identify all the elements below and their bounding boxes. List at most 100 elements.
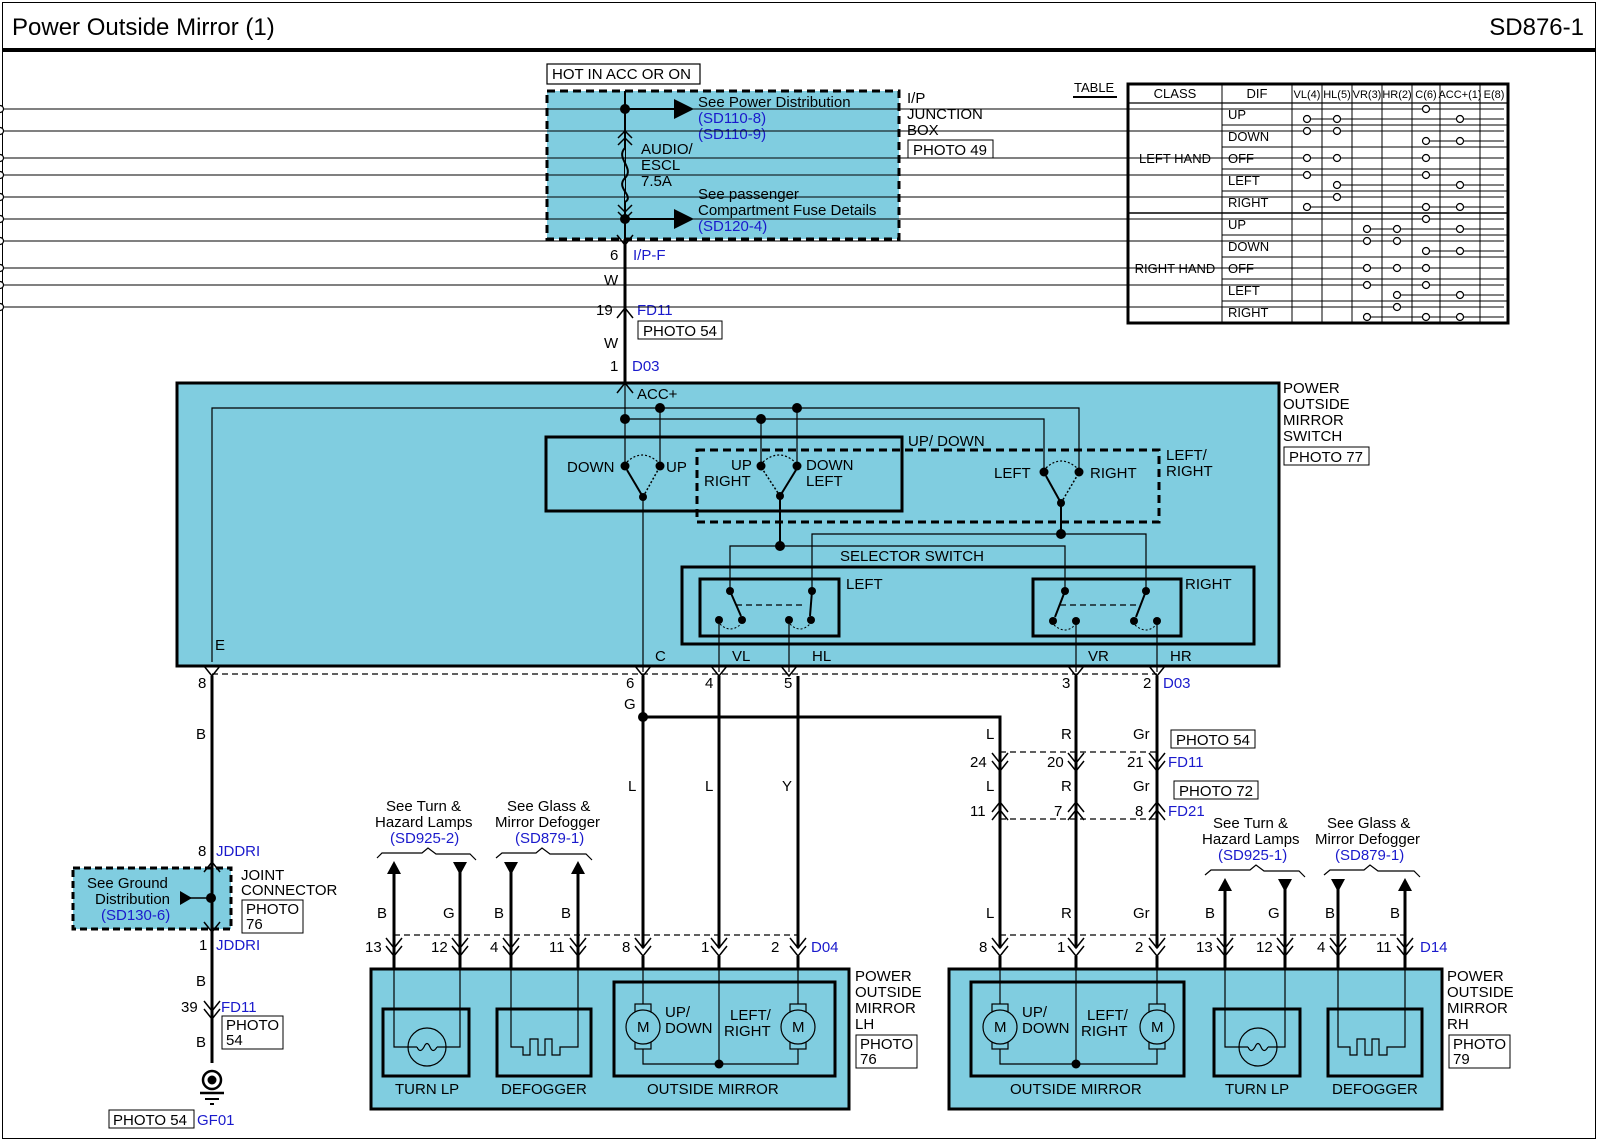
pin-number: 19 <box>596 302 613 319</box>
photo-box <box>108 1109 195 1129</box>
connector-id[interactable]: FD11 <box>637 302 673 319</box>
table-header: HL(5) <box>1323 89 1351 101</box>
arrow-down-icon <box>453 862 467 875</box>
table-terminal-mark <box>1362 312 1372 322</box>
selector-left-contacts <box>715 587 816 672</box>
connector-id[interactable]: JDDRI <box>216 937 260 954</box>
wire-color: B <box>377 905 387 922</box>
internal-wire <box>729 545 1066 593</box>
connector-id[interactable]: I/P-F <box>633 247 666 264</box>
table-header: ACC+(1) <box>1438 89 1481 101</box>
motor-leftright-icon: M <box>780 1003 816 1050</box>
wire-color: R <box>1061 905 1072 922</box>
switch-arc <box>1045 460 1078 469</box>
photo-label[interactable]: PHOTO 72 <box>1179 783 1253 800</box>
junction-box-outline <box>545 89 901 241</box>
photo-label[interactable]: 76 <box>246 916 263 933</box>
photo-label[interactable]: PHOTO 54 <box>1176 732 1250 749</box>
connector-id[interactable]: D14 <box>1420 939 1448 956</box>
svg-text:M: M <box>994 1019 1007 1036</box>
wire-color: B <box>1325 905 1335 922</box>
table-terminal-mark <box>0 104 5 114</box>
photo-label[interactable]: PHOTO <box>1453 1036 1506 1053</box>
ref-link-sd130-6[interactable]: (SD130-6) <box>101 907 170 924</box>
joint-connector-name: CONNECTOR <box>241 882 338 899</box>
bracket <box>1323 864 1421 878</box>
contact <box>792 461 802 471</box>
photo-label[interactable]: PHOTO 54 <box>643 323 717 340</box>
terminal-vr: VR <box>1088 648 1109 665</box>
switch-blade <box>626 469 644 498</box>
contact <box>655 461 665 471</box>
table-terminal-mark <box>1455 224 1465 234</box>
photo-label[interactable]: 76 <box>860 1051 877 1068</box>
switch-blade-alt <box>762 469 781 497</box>
ref-link-sd925-1[interactable]: (SD925-1) <box>1218 847 1287 864</box>
photo-label[interactable]: 79 <box>1453 1051 1470 1068</box>
selector-label: SELECTOR SWITCH <box>840 548 984 565</box>
ref-link-sd110-9[interactable]: (SD110-9) <box>698 126 766 143</box>
photo-box <box>1173 780 1259 800</box>
splice-dot <box>655 403 665 413</box>
bracket <box>376 847 477 861</box>
connector-id[interactable]: FD11 <box>1168 754 1204 771</box>
internal-wire <box>811 533 1147 593</box>
bulb-icon <box>407 1027 447 1067</box>
ground-icon <box>200 1069 224 1105</box>
switch-arc <box>626 454 659 463</box>
connector-id[interactable]: D03 <box>632 358 660 375</box>
connector-id[interactable]: D04 <box>811 939 839 956</box>
ref-turn: Hazard Lamps <box>1202 831 1300 848</box>
photo-label[interactable]: PHOTO 49 <box>913 142 987 159</box>
pin-number: 13 <box>365 939 382 956</box>
motor-leftright-icon: M <box>1139 1003 1175 1050</box>
ref-link-sd110-8[interactable]: (SD110-8) <box>698 110 766 127</box>
page-title: Power Outside Mirror (1) <box>12 14 275 41</box>
table-terminal-mark <box>0 263 5 273</box>
connector-id[interactable]: D03 <box>1163 675 1191 692</box>
contact <box>756 461 766 471</box>
photo-label[interactable]: PHOTO <box>246 901 299 918</box>
pin-number: 1 <box>199 937 207 954</box>
connector-id[interactable]: FD11 <box>221 999 257 1016</box>
filament-icon <box>416 1042 438 1052</box>
ref-link-sd120-4[interactable]: (SD120-4) <box>698 218 767 235</box>
table-outline <box>1126 82 1510 325</box>
switch-name: OUTSIDE <box>1283 396 1350 413</box>
table-terminal-mark <box>1302 202 1312 212</box>
sw1-left: DOWN <box>567 459 615 476</box>
connector-id[interactable]: FD21 <box>1168 803 1205 820</box>
table-terminal-mark <box>0 170 5 180</box>
pin-number: 4 <box>1317 939 1325 956</box>
photo-label[interactable]: PHOTO 54 <box>113 1112 187 1129</box>
photo-label[interactable]: PHOTO <box>226 1017 279 1034</box>
table-terminal-mark <box>1392 290 1402 300</box>
motor-updown-icon: M <box>982 1003 1018 1050</box>
fuse-rating: 7.5A <box>641 173 672 190</box>
mirror-lh-name: POWER <box>855 968 912 985</box>
wire-color: G <box>1268 905 1280 922</box>
hot-label: HOT IN ACC OR ON <box>552 66 691 83</box>
ref-link-sd879-1[interactable]: (SD879-1) <box>515 830 584 847</box>
ref-link-sd879-1[interactable]: (SD879-1) <box>1335 847 1404 864</box>
connector-id[interactable]: JDDRI <box>216 843 260 860</box>
photo-label[interactable]: 54 <box>226 1032 243 1049</box>
table-dif-label: DOWN <box>1228 129 1269 144</box>
motor-label: DOWN <box>1022 1020 1070 1037</box>
sw2-right: LEFT <box>806 473 843 490</box>
photo-label[interactable]: PHOTO 77 <box>1289 449 1363 466</box>
table-header: VR(3) <box>1353 89 1382 101</box>
ground-id[interactable]: GF01 <box>197 1112 235 1129</box>
photo-label[interactable]: PHOTO <box>860 1036 913 1053</box>
pin-number: 11 <box>549 939 565 956</box>
wire-color: L <box>986 726 994 743</box>
pin-number: 11 <box>1376 939 1392 956</box>
switch-blade <box>779 469 797 497</box>
table-terminal-mark <box>1392 224 1402 234</box>
connector-icons <box>385 937 807 958</box>
switch-connector-d03: 8 6 4 5 3 2 D03 <box>198 665 1191 692</box>
table-terminal-mark <box>1421 246 1431 256</box>
selector-right-contacts <box>1049 587 1161 672</box>
ref-link-sd925-2[interactable]: (SD925-2) <box>390 830 459 847</box>
